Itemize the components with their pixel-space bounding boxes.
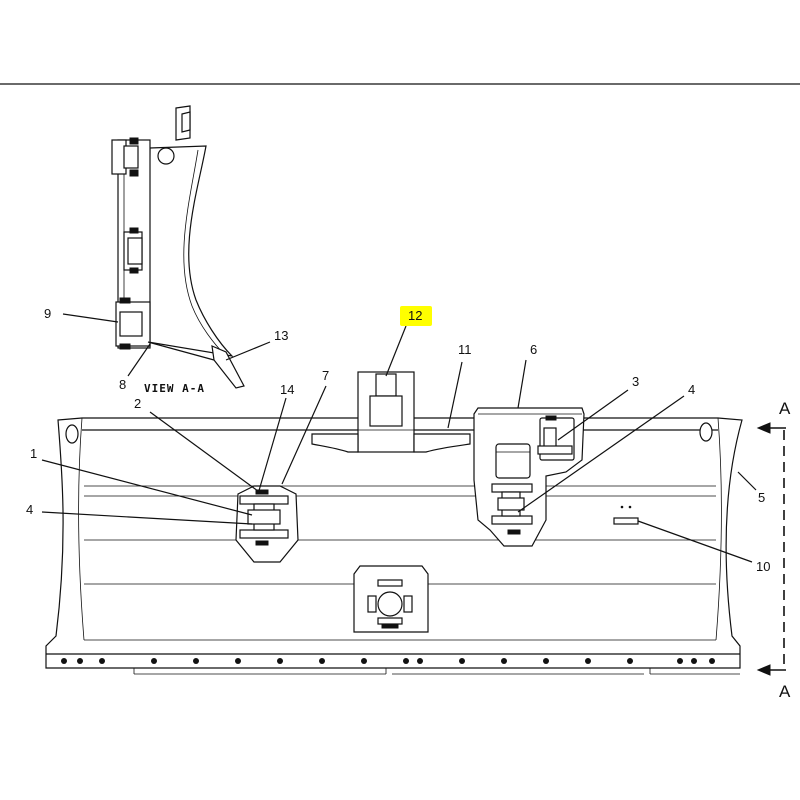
callout-1: 1	[30, 446, 37, 461]
callout-3: 3	[632, 374, 639, 389]
bolt-head	[677, 658, 683, 664]
bolt-head	[709, 658, 715, 664]
bolt-head	[193, 658, 199, 664]
section-line-a-a	[756, 422, 786, 676]
callout-2: 2	[134, 396, 141, 411]
bolt-head	[691, 658, 697, 664]
callout-10: 10	[756, 559, 770, 574]
callout-4-left: 4	[26, 502, 33, 517]
bolt-head	[585, 658, 591, 664]
callout-6: 6	[530, 342, 537, 357]
callout-14: 14	[280, 382, 294, 397]
view-label: VIEW A-A	[144, 382, 205, 395]
bolt-head	[277, 658, 283, 664]
bolt-head	[99, 658, 105, 664]
bolt-head	[235, 658, 241, 664]
section-label-bottom: A	[779, 682, 791, 701]
section-label-top: A	[779, 399, 791, 418]
callout-13: 13	[274, 328, 288, 343]
blade-front-view	[45, 417, 743, 675]
bolt-head	[543, 658, 549, 664]
bolt-head	[501, 658, 507, 664]
center-push-bracket	[311, 371, 471, 453]
side-view-drawing	[111, 105, 245, 389]
center-ball-socket	[353, 565, 429, 633]
nameplate	[613, 517, 639, 525]
right-arm-bracket	[473, 407, 585, 547]
bolt-head	[77, 658, 83, 664]
bolt-head	[361, 658, 367, 664]
leader-lines	[41, 313, 757, 563]
callout-12: 12	[408, 308, 422, 323]
cutting-edge-bolts	[61, 658, 715, 664]
callout-11: 11	[458, 342, 472, 357]
callout-5: 5	[758, 490, 765, 505]
callout-7: 7	[322, 368, 329, 383]
left-trunnion-bracket	[235, 485, 299, 563]
bolt-head	[627, 658, 633, 664]
callout-8: 8	[119, 377, 126, 392]
bolt-head	[151, 658, 157, 664]
bolt-head	[61, 658, 67, 664]
bolt-head	[403, 658, 409, 664]
callout-4-right: 4	[688, 382, 695, 397]
bolt-head	[459, 658, 465, 664]
callout-12-highlight	[400, 306, 432, 326]
callout-9: 9	[44, 306, 51, 321]
bolt-head	[417, 658, 423, 664]
bolt-head	[319, 658, 325, 664]
